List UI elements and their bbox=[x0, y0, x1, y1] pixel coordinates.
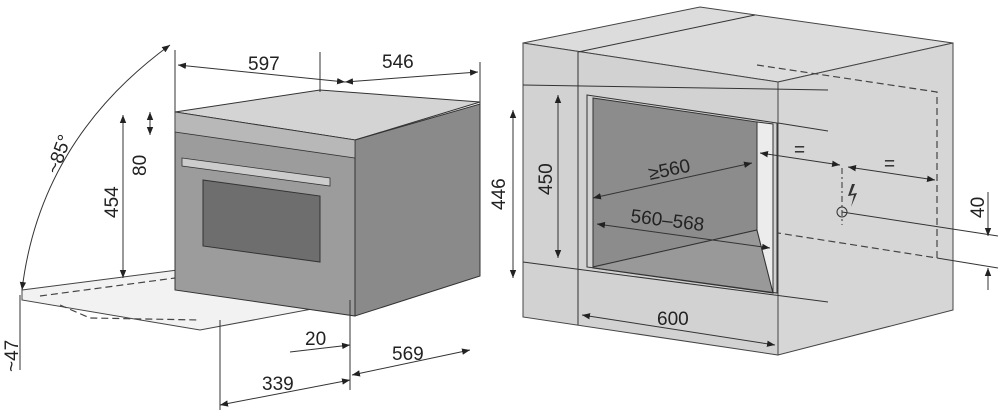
front-height-label: 454 bbox=[102, 186, 123, 218]
door-drop-label: ~47 bbox=[2, 340, 23, 372]
equal-right-label: = bbox=[884, 154, 895, 175]
socket-offset-label: 40 bbox=[968, 197, 989, 218]
door-projection-label: 339 bbox=[262, 374, 294, 395]
lightning-icon bbox=[848, 184, 857, 207]
depth-label: 546 bbox=[382, 52, 414, 73]
niche-drawing bbox=[522, 6, 999, 356]
oven-dimensions bbox=[19, 44, 517, 410]
body-height-label: 446 bbox=[489, 178, 510, 210]
door-window bbox=[202, 179, 321, 263]
equal-left-label: = bbox=[794, 140, 805, 161]
control-panel bbox=[174, 111, 356, 159]
oven-side bbox=[354, 103, 481, 317]
width-label: 597 bbox=[248, 54, 280, 75]
socket-icon bbox=[836, 206, 848, 218]
front-offset-label: 20 bbox=[305, 329, 326, 350]
door-handle bbox=[181, 157, 331, 187]
cabinet-side bbox=[777, 42, 954, 356]
niche-height-label: 450 bbox=[536, 163, 557, 195]
panel-height-label: 80 bbox=[130, 155, 151, 176]
oven-drawing bbox=[21, 89, 481, 331]
cabinet-width-label: 600 bbox=[657, 309, 689, 330]
door-angle-label: ~85° bbox=[43, 132, 76, 177]
door-open-depth-label: 569 bbox=[392, 344, 424, 365]
